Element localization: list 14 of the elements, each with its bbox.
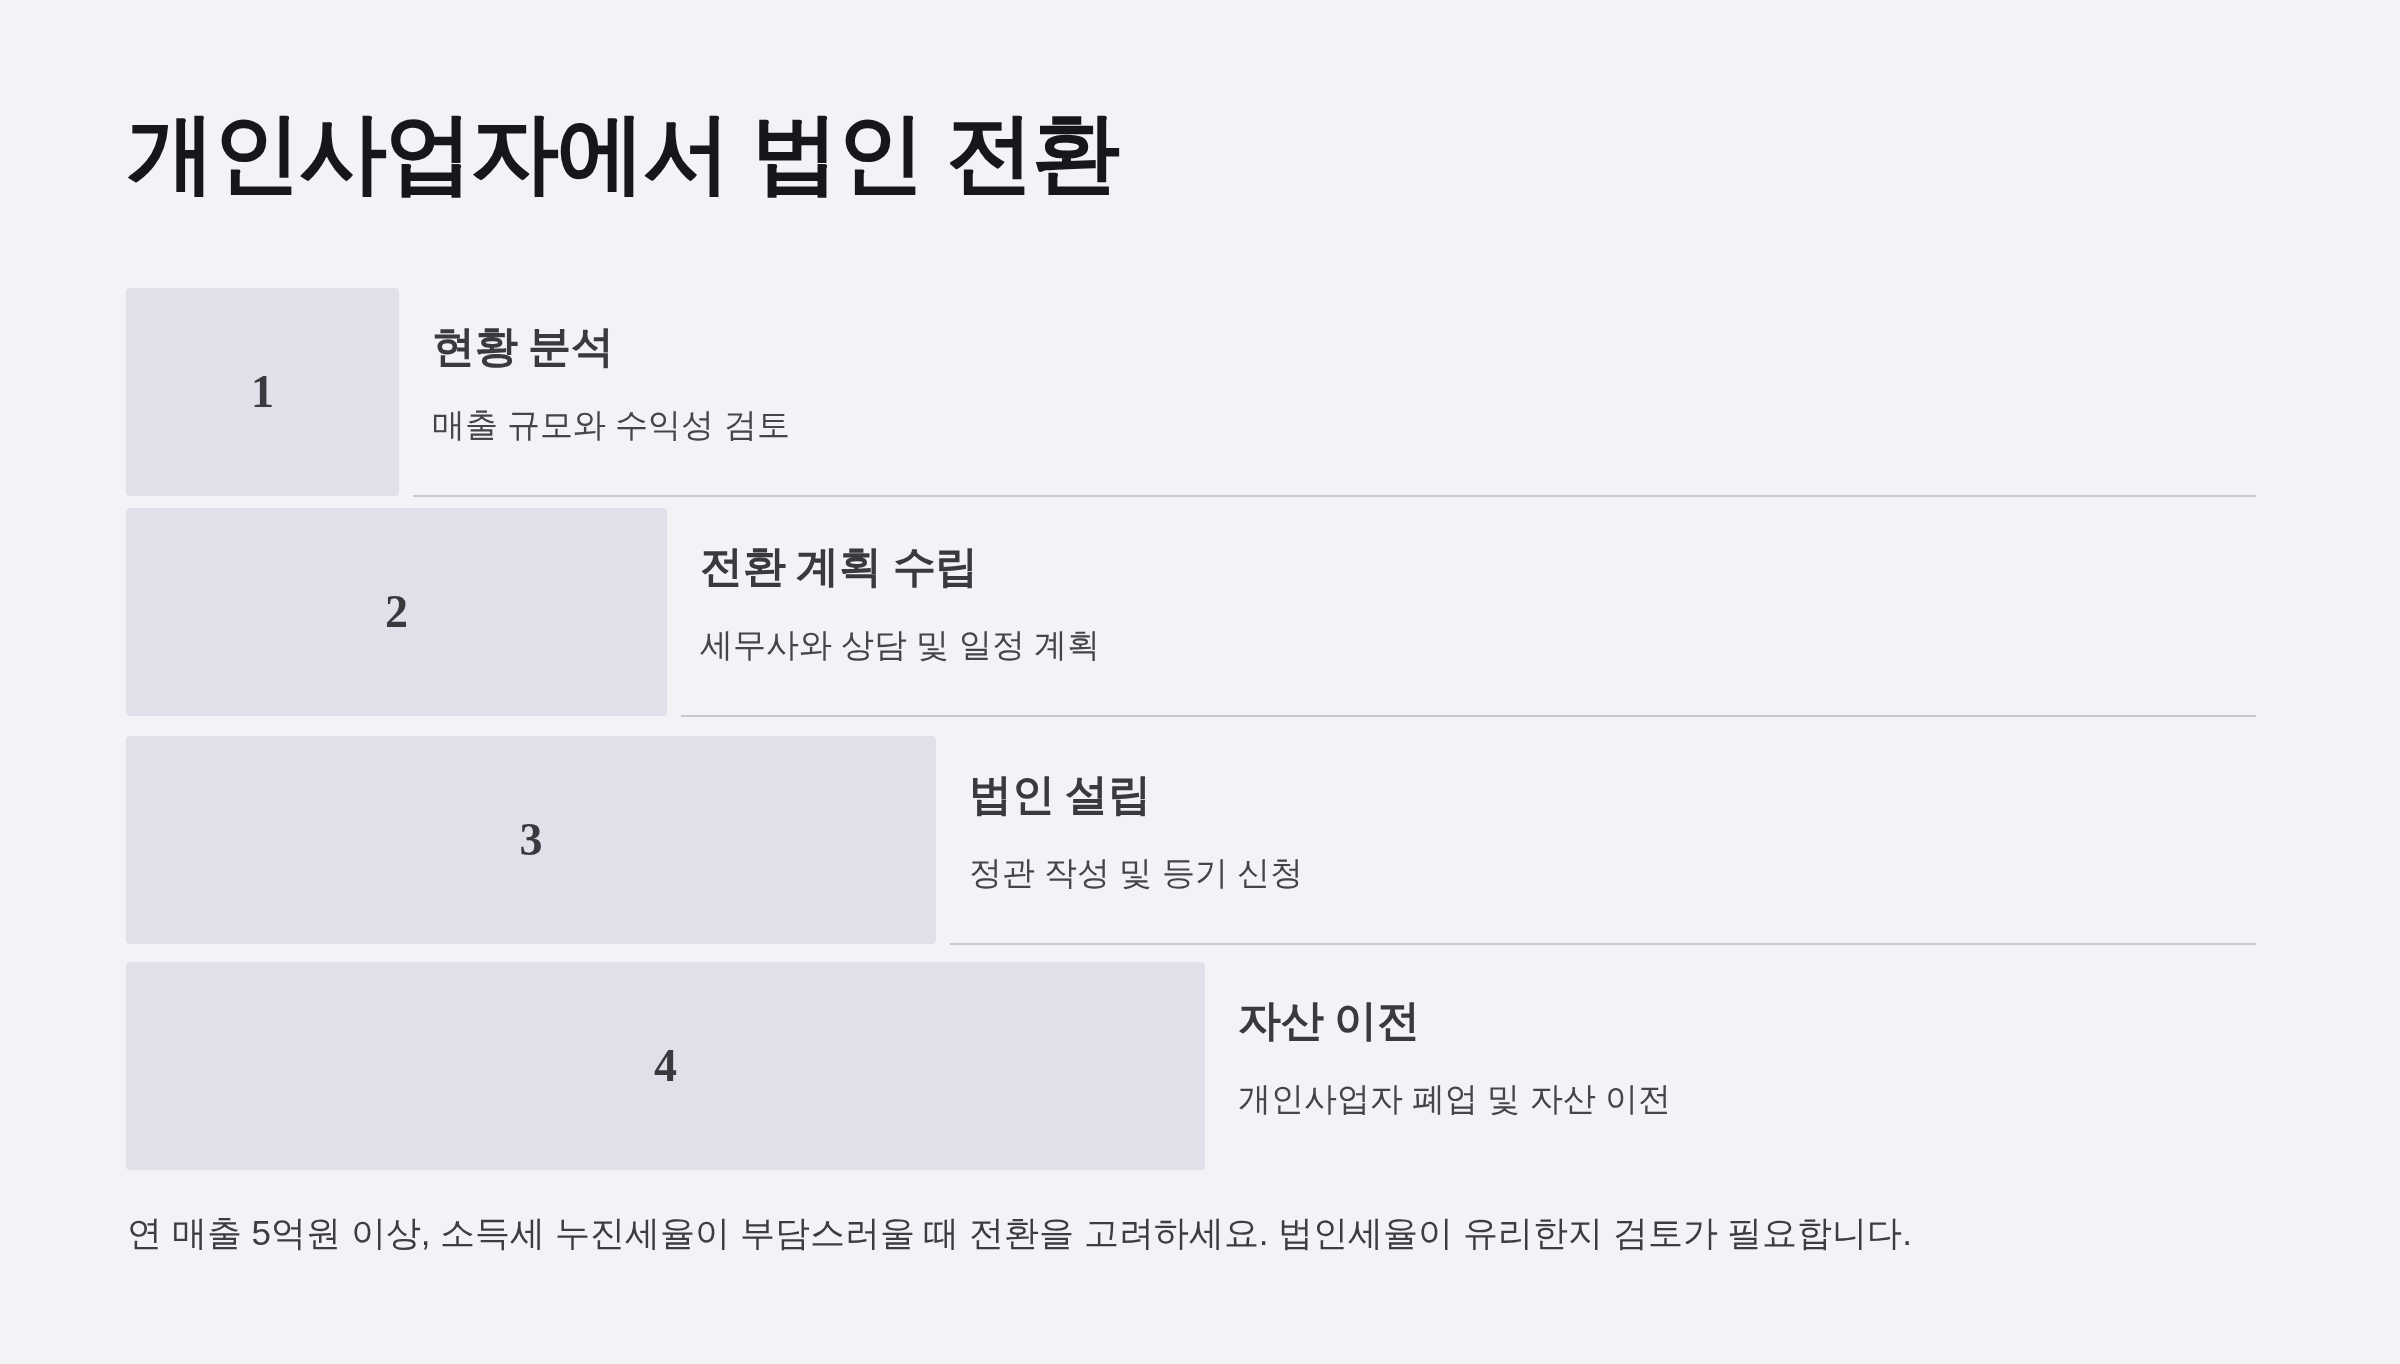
step-number: 3 <box>519 817 543 863</box>
step-description: 매출 규모와 수익성 검토 <box>432 405 790 445</box>
slide-title: 개인사업자에서 법인 전환 <box>127 102 1118 204</box>
step-heading: 전환 계획 수립 <box>700 541 978 592</box>
step-heading: 현황 분석 <box>432 321 614 372</box>
step-heading: 법인 설립 <box>969 769 1151 820</box>
step-description: 정관 작성 및 등기 신청 <box>969 853 1303 893</box>
step-number: 2 <box>385 589 408 635</box>
step-number: 4 <box>654 1043 677 1089</box>
step-heading: 자산 이전 <box>1238 995 1420 1046</box>
footnote-text: 연 매출 5억원 이상, 소득세 누진세율이 부담스러울 때 전환을 고려하세요. 법인세율이 유리한지 검토가 필요합니다. <box>127 1212 1913 1254</box>
step-description: 세무사와 상담 및 일정 계획 <box>700 625 1100 665</box>
step-description: 개인사업자 폐업 및 자산 이전 <box>1238 1079 1671 1119</box>
step-number: 1 <box>251 369 274 415</box>
